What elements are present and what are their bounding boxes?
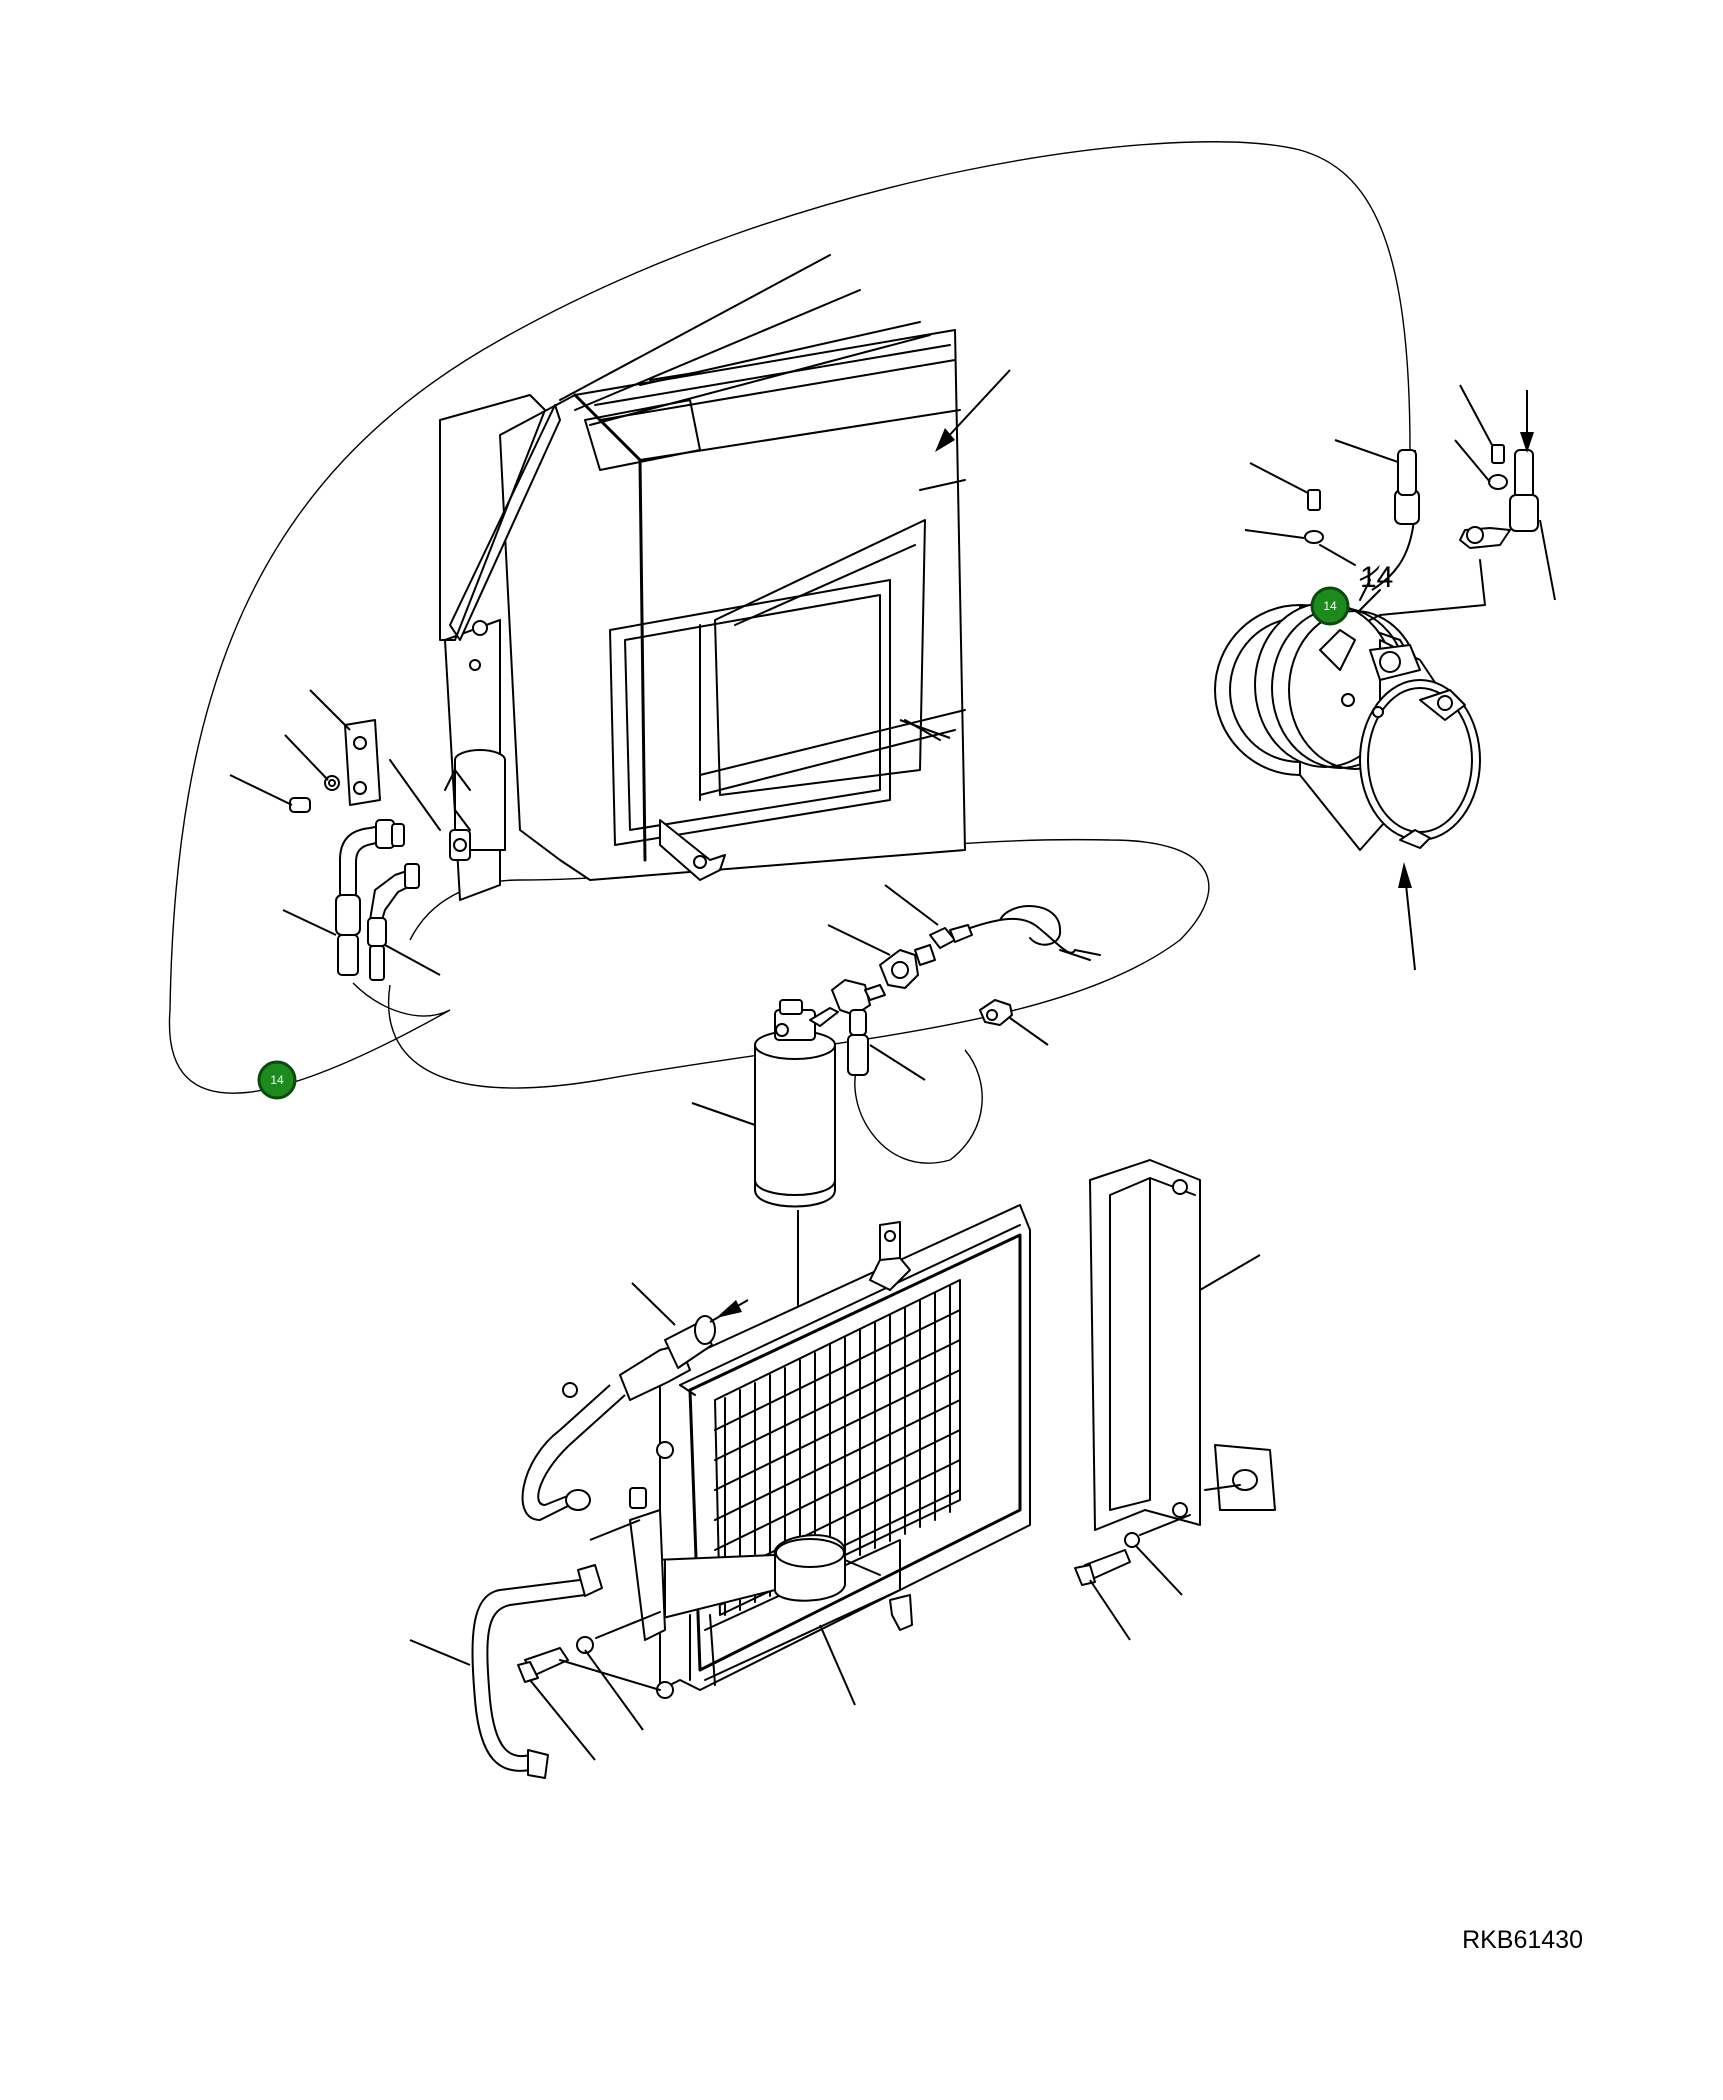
refrigerant-hose-loop-lower [387,838,1210,1164]
condenser-hoses [409,1282,749,1779]
condenser [629,1204,1031,1706]
hose-fittings-left [229,689,441,981]
refrigerant-hose-loop-upper [168,141,1411,1094]
svg-text:14: 14 [1323,599,1337,613]
part-number-tag: 14 [1360,561,1393,594]
compressor [1214,602,1481,851]
compressor-hoses [1244,384,1556,621]
pressure-switch-assembly [827,884,1101,1081]
cab-heater-unit [439,254,966,901]
mounting-bracket [1074,1159,1276,1641]
condenser-fins [714,1284,961,1616]
callout-14-left[interactable]: 14 [257,1060,297,1100]
callout-14-compressor[interactable]: 14 [1310,586,1350,626]
cab-pointer-arrow [935,369,1011,452]
leader-cab-panel [899,719,951,739]
drawing-number: RKB61430 [1462,1926,1583,1954]
svg-text:14: 14 [270,1073,284,1087]
compressor-pointer-arrow [1398,862,1416,971]
receiver-drier [691,999,839,1550]
